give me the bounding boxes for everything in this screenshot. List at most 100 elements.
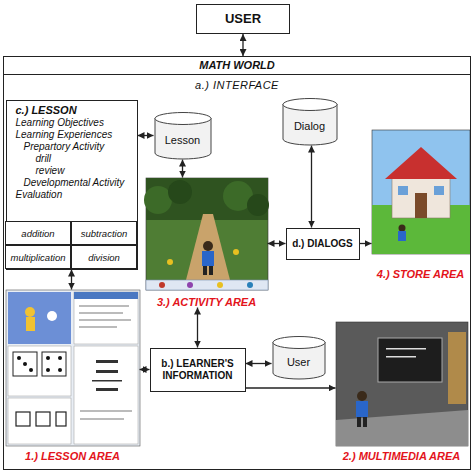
illustration-part xyxy=(23,362,27,366)
illustration-part xyxy=(399,225,406,232)
illustration-part xyxy=(96,388,118,391)
process-box: d.) DIALOGS xyxy=(286,228,360,260)
illustration-part xyxy=(13,352,37,376)
illustration-part xyxy=(415,193,427,218)
lesson-box: c.) LESSONLearning ObjectivesLearning Ex… xyxy=(6,100,138,270)
connector xyxy=(138,135,154,136)
user-box: USER xyxy=(196,4,290,34)
illustration-part xyxy=(336,322,468,446)
illustration-part xyxy=(247,194,269,216)
box-label: USER xyxy=(225,12,261,27)
illustration-part xyxy=(29,368,33,372)
cylinder-top xyxy=(155,112,211,124)
illustration-part xyxy=(385,147,457,179)
illustration-part xyxy=(74,292,138,299)
activity-screenshot xyxy=(144,178,269,290)
connector xyxy=(311,146,312,228)
illustration-part xyxy=(398,231,406,241)
lesson-item: Evaluation xyxy=(10,189,134,201)
illustration-part xyxy=(363,417,367,427)
lesson-item: Learning Experiences xyxy=(10,129,134,141)
illustration-part xyxy=(356,401,368,417)
illustration-part xyxy=(203,241,213,251)
area-caption: 2.) MULTIMEDIA AREA xyxy=(336,450,468,462)
illustration-part xyxy=(6,290,140,446)
system-frame: MATH WORLDa.) INTERFACEc.) LESSONLearnin… xyxy=(3,56,471,470)
area-screenshot: 1.) LESSON AREA xyxy=(6,290,140,462)
illustration-part xyxy=(386,356,416,358)
area-screenshot: 2.) MULTIMEDIA AREA xyxy=(336,322,468,462)
area-caption: 1.) LESSON AREA xyxy=(6,450,140,462)
connector xyxy=(268,243,286,244)
frame-heading: MATH WORLD xyxy=(4,57,470,75)
illustration-part xyxy=(144,186,172,214)
area-caption: 4.) STORE AREA xyxy=(372,268,470,280)
database-label: User xyxy=(287,356,310,368)
illustration-part xyxy=(186,214,230,280)
illustration-part xyxy=(336,410,468,446)
store-screenshot xyxy=(372,130,470,254)
lesson-heading: c.) LESSON xyxy=(10,103,134,117)
illustration-part xyxy=(79,319,131,321)
illustration-part xyxy=(74,346,138,444)
lesson-item: Prepartory Activity xyxy=(10,141,134,153)
illustration-part xyxy=(26,317,35,331)
multimedia-screenshot xyxy=(336,322,468,446)
operation-cell: subtraction xyxy=(71,221,137,245)
illustration-part xyxy=(92,380,122,382)
illustration-part xyxy=(58,356,62,360)
illustration-part xyxy=(96,360,118,363)
cylinder-text-area: User xyxy=(272,348,326,376)
connector xyxy=(71,270,72,290)
frame-subheading: a.) INTERFACE xyxy=(4,79,470,91)
illustration-part xyxy=(187,282,193,288)
operation-label: division xyxy=(88,252,120,263)
illustration-part xyxy=(159,282,165,288)
area-caption: 3.) ACTIVITY AREA xyxy=(146,296,268,308)
database-label: Dialog xyxy=(294,120,325,132)
cylinder-top xyxy=(273,336,325,348)
area-screenshot: 3.) ACTIVITY AREA xyxy=(146,178,268,308)
illustration-part xyxy=(79,305,129,307)
illustration-part xyxy=(58,368,62,372)
database-cylinder: Dialog xyxy=(282,98,338,146)
operation-cell: addition xyxy=(5,221,71,245)
illustration-part xyxy=(167,259,173,265)
connector xyxy=(246,363,272,364)
operation-label: subtraction xyxy=(81,228,127,239)
illustration-part xyxy=(357,417,361,427)
area-screenshot: 4.) STORE AREA xyxy=(372,130,470,280)
illustration-part xyxy=(47,311,57,321)
cylinder-text-area: Dialog xyxy=(282,110,338,142)
illustration-part xyxy=(74,292,138,344)
database-label: Lesson xyxy=(165,134,200,146)
cylinder-top xyxy=(283,98,337,110)
lesson-item: Learning Objectives xyxy=(10,117,134,129)
operation-cell: division xyxy=(71,245,137,269)
illustration-part xyxy=(386,348,426,350)
box-label: b.) LEARNER'S INFORMATION xyxy=(154,358,242,381)
illustration-part xyxy=(56,412,66,426)
illustration-part xyxy=(25,307,35,317)
connector xyxy=(246,387,336,388)
illustration-part xyxy=(217,282,223,288)
operation-cell: multiplication xyxy=(5,245,71,269)
illustration-part xyxy=(42,352,66,376)
illustration-part xyxy=(36,412,50,426)
operation-label: addition xyxy=(21,228,54,239)
box-label: d.) DIALOGS xyxy=(292,238,353,250)
connector xyxy=(197,308,198,348)
illustration-part xyxy=(202,251,214,266)
connector xyxy=(360,243,372,244)
illustration-part xyxy=(46,356,50,360)
connector xyxy=(140,369,150,370)
illustration-part xyxy=(8,346,71,396)
illustration-part xyxy=(203,266,207,275)
lesson-item: Developmental Activity xyxy=(10,177,134,189)
illustration-part xyxy=(247,282,253,288)
illustration-part xyxy=(146,280,268,290)
lesson-item: drill xyxy=(10,153,134,165)
illustration-part xyxy=(79,326,117,328)
illustration-part xyxy=(357,391,367,401)
